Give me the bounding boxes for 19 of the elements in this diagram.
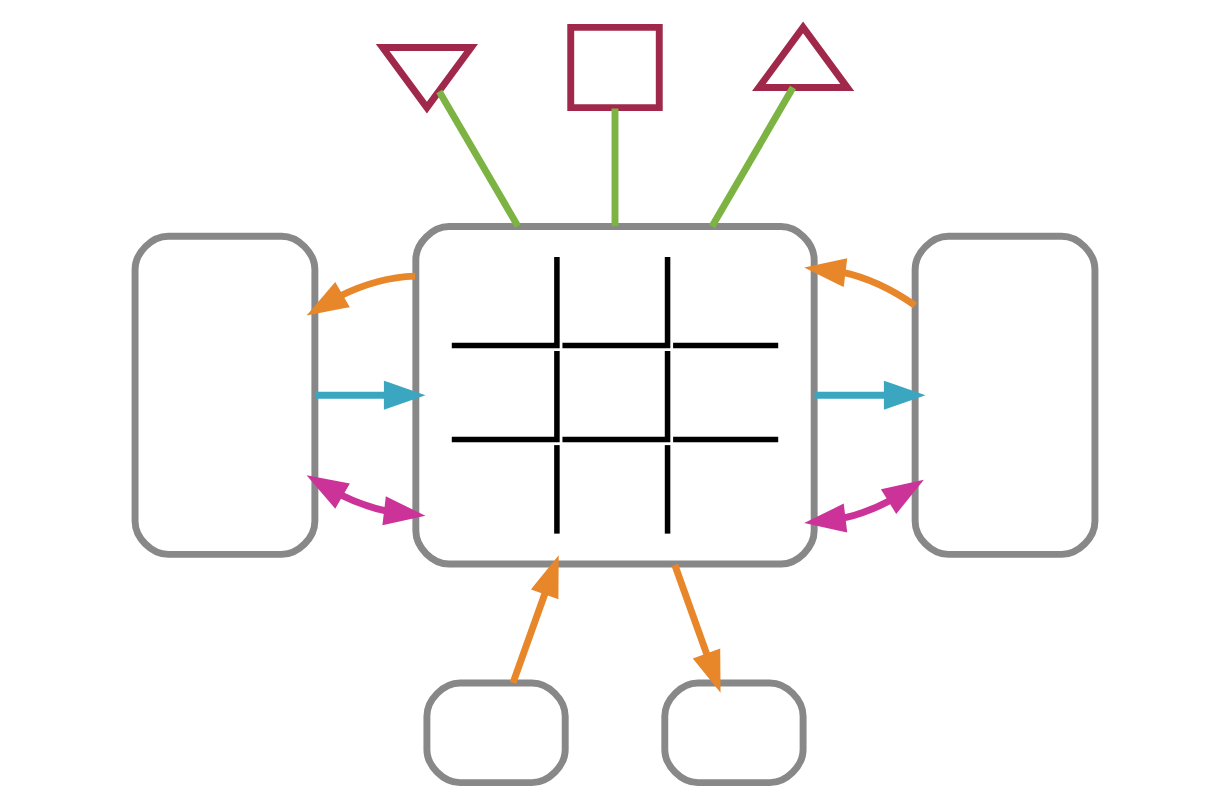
node-box [423,679,569,787]
connector [436,89,521,228]
connector [708,85,796,229]
arrow [804,479,924,533]
node-box [412,223,818,568]
node-box [661,679,807,787]
node-box [131,232,319,558]
connector [611,108,619,227]
node-box [567,23,663,112]
arrow [671,563,721,693]
node-triangle [752,21,855,92]
arrow [814,380,926,410]
arrow [306,272,416,316]
arrow [306,475,426,526]
node-box [911,232,1099,558]
node-triangle [375,44,478,114]
arrow [804,258,917,309]
arrow [315,380,426,410]
arrow [509,555,559,684]
